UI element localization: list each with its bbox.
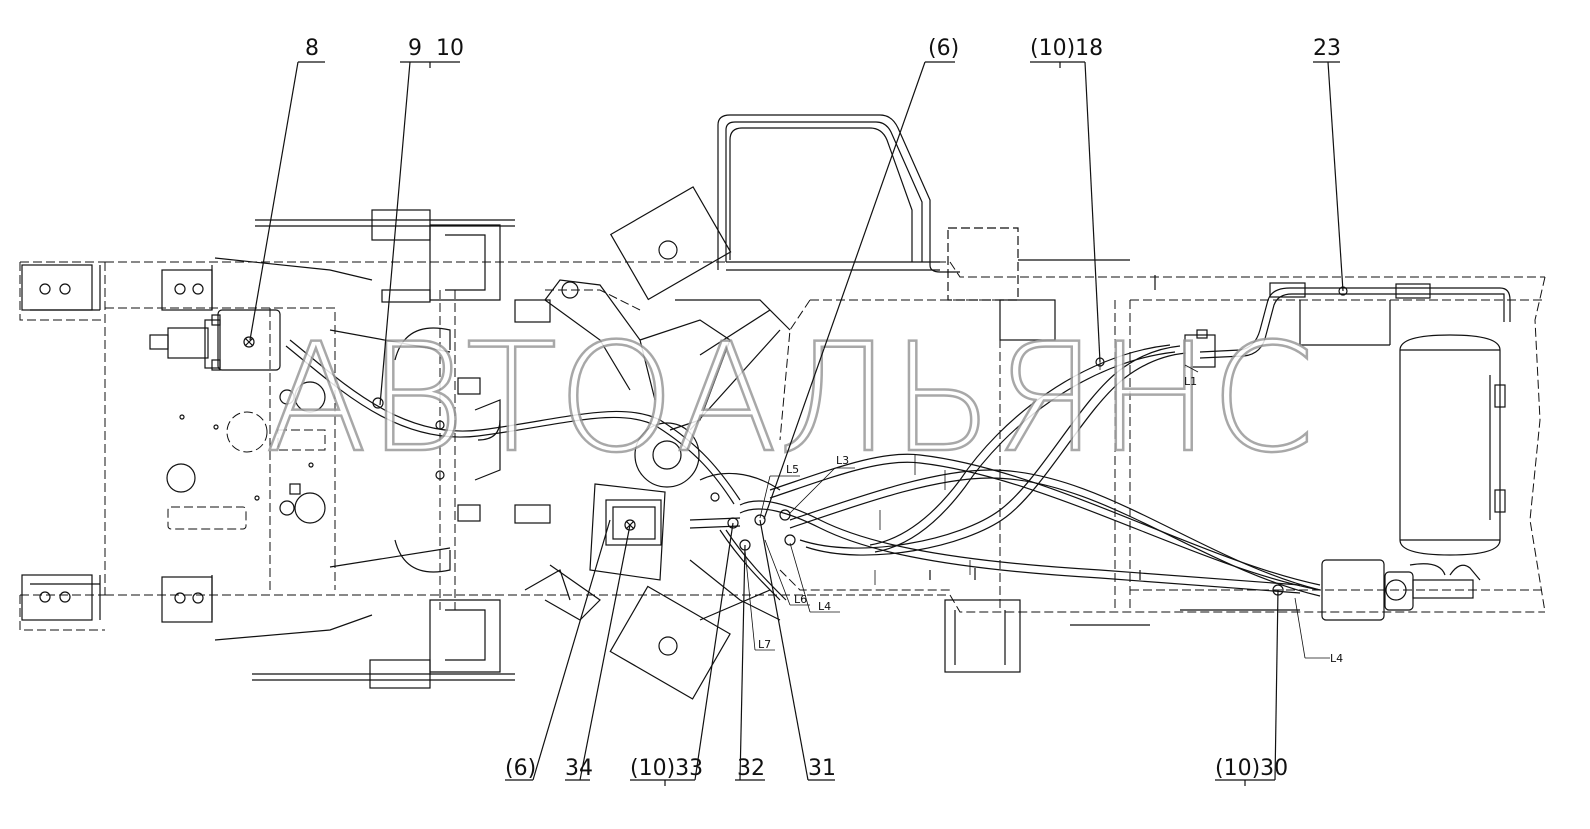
air-dryer-unit [1321,559,1474,621]
front-frame-details [929,275,1431,673]
air-receiver-tank [1399,334,1506,556]
line-label-l3: L3 [836,454,849,467]
air-lines [285,127,1511,601]
callout-6-top: (6) [928,36,959,61]
callout-8: 8 [305,36,319,61]
callout-34: 34 [565,756,593,781]
callout-labels: 8 9 10 (6) (10)18 23 (6) 34 (10)33 32 31… [305,36,1341,781]
rear-bracket-plates [21,264,213,623]
watermark: АВТОАЛЬЯНС [265,312,1315,486]
callout-32: 32 [737,756,765,781]
callout-6-bottom: (6) [505,756,536,781]
line-label-l4-right: L4 [1330,652,1343,665]
rear-component-details [166,381,445,530]
callout-leaders [249,61,1344,786]
callout-10-33: (10)33 [630,756,703,781]
line-label-l1: L1 [1184,375,1197,388]
brake-valve-8 [149,309,281,371]
cross-members [214,209,551,689]
line-label-l6: L6 [794,593,807,606]
line-labels: L1 L3 L5 L6 L4 L7 L4 [758,375,1343,665]
callout-9-10: 9 10 [408,36,464,61]
control-unit-34 [589,483,666,581]
cab-frame-outline [717,114,1130,341]
line-label-l5: L5 [786,463,799,476]
callout-10-18: (10)18 [1030,36,1103,61]
articulation-joint [524,186,791,700]
frame-outline [19,261,1546,631]
callout-23: 23 [1313,36,1341,61]
callout-31: 31 [808,756,836,781]
line-label-l7: L7 [758,638,771,651]
line-label-l4-center: L4 [818,600,831,613]
callout-10-30: (10)30 [1215,756,1288,781]
